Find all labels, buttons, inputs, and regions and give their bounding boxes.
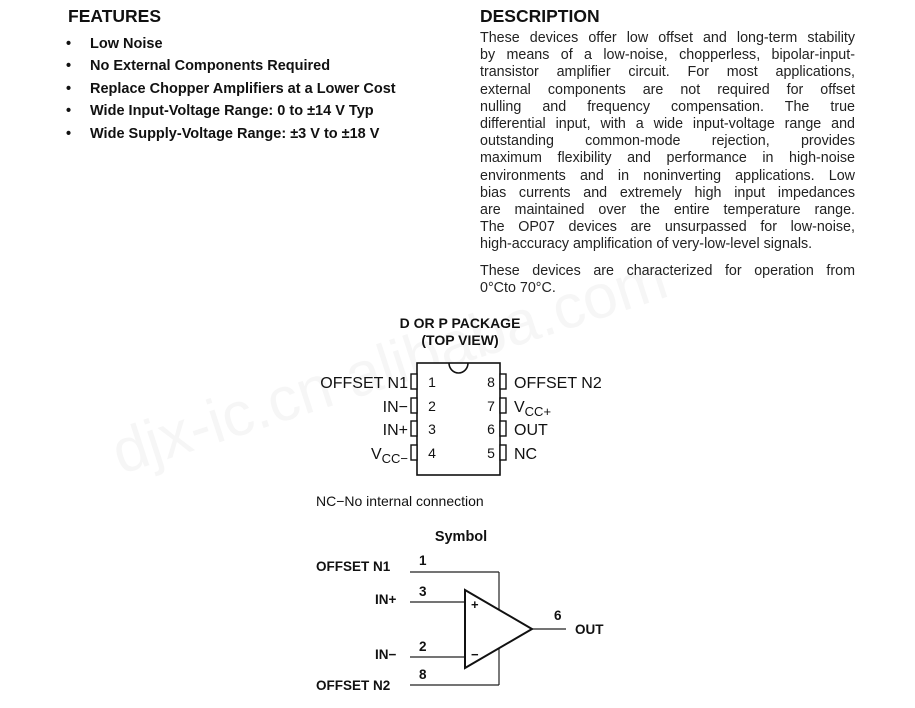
pin-label: OUT (514, 422, 548, 439)
label-offset-n2: OFFSET N2 (316, 678, 390, 693)
feature-item: • No External Components Required (66, 55, 396, 77)
plus-sign: + (471, 597, 479, 612)
pin-number: 1 (419, 553, 427, 568)
pin-label-text: V (371, 446, 382, 463)
pin-lead (499, 373, 507, 390)
pin-label-text: IN+ (383, 422, 408, 439)
description-line: differential input, with a wide input-vo… (480, 116, 855, 133)
minus-sign: − (471, 647, 479, 662)
description-heading: DESCRIPTION (480, 6, 600, 26)
feature-text: No External Components Required (90, 58, 331, 75)
pin-label-text: OFFSET N1 (320, 375, 408, 392)
pin-lead (410, 373, 418, 390)
pin-label: VCC+ (514, 399, 551, 419)
pin-label: VCC− (371, 446, 408, 466)
label-out: OUT (575, 622, 604, 637)
description-line: are maintained over the entire temperatu… (480, 202, 855, 219)
notch (448, 362, 469, 374)
symbol-title: Symbol (435, 529, 487, 545)
bullet: • (66, 103, 72, 120)
pin-lead (410, 397, 418, 414)
pin-label: IN− (383, 399, 408, 416)
pin-number: 5 (487, 445, 495, 461)
features-list: • Low Noise • No External Components Requi… (66, 33, 396, 145)
bullet: • (66, 125, 72, 142)
pin-label-subscript: CC− (382, 451, 408, 466)
description-line: outstanding common-mode rejection, provi… (480, 133, 855, 150)
pin-number: 6 (487, 421, 495, 437)
features-heading: FEATURES (68, 6, 162, 26)
description-line: transistor amplifier circuit. For most a… (480, 64, 855, 81)
feature-item: • Replace Chopper Amplifiers at a Lower C… (66, 78, 396, 100)
pin-label-text: V (514, 399, 525, 416)
description-paragraph-2: These devices are characterized for oper… (480, 263, 855, 297)
package-subtitle: (TOP VIEW) (421, 332, 498, 348)
feature-item: • Wide Input-Voltage Range: 0 to ±14 V Ty… (66, 100, 396, 122)
description-line: The OP07 devices are unsurpassed for low… (480, 219, 855, 236)
nc-note: NC−No internal connection (316, 493, 484, 509)
pin-label: NC (514, 446, 537, 463)
feature-text: Low Noise (90, 36, 163, 52)
bullet: • (66, 80, 72, 97)
pin-number: 6 (554, 608, 562, 623)
label-offset-n1: OFFSET N1 (316, 559, 391, 574)
pin-label: IN+ (383, 422, 408, 439)
pin-label: OFFSET N1 (320, 375, 408, 392)
pin-number: 4 (428, 445, 436, 461)
pin-label-subscript: CC+ (525, 404, 551, 419)
description-line: bias currents and extremely high input i… (480, 184, 855, 201)
chip-body (416, 362, 501, 476)
opamp-triangle (464, 588, 534, 670)
label-in-plus: IN+ (375, 592, 397, 607)
description-line: environments and in noninverting applica… (480, 167, 855, 184)
label-in-minus: IN− (375, 647, 397, 662)
pin-number: 3 (428, 421, 436, 437)
pin-number: 8 (419, 667, 427, 682)
pin-label: OFFSET N2 (514, 375, 602, 392)
description-line: by means of a low-noise, chopperless, bi… (480, 47, 855, 64)
pin-lead (410, 444, 418, 461)
pin-lead (499, 397, 507, 414)
description-line: maximum flexibility and performance in h… (480, 150, 855, 167)
pin-label-text: IN− (383, 399, 408, 416)
feature-item: • Wide Supply-Voltage Range: ±3 V to ±18 … (66, 123, 396, 145)
pin-number: 1 (428, 374, 436, 390)
pin-lead (410, 420, 418, 437)
description-paragraph-1: These devices offer low offset and long-… (480, 30, 855, 254)
description-line: high-accuracy amplification of very-low-… (480, 236, 813, 253)
pin-label-text: OUT (514, 422, 548, 439)
bullet: • (66, 58, 72, 75)
pin-lead (499, 444, 507, 461)
feature-text: Replace Chopper Amplifiers at a Lower Co… (90, 80, 396, 97)
pin-label-text: NC (514, 446, 537, 463)
pin-number: 2 (428, 398, 436, 414)
description-line: external components are not required for… (480, 81, 855, 98)
pin-number: 2 (419, 639, 427, 654)
package-title: D OR P PACKAGE (400, 315, 521, 331)
description-line: 0°Cto 70°C. (480, 280, 556, 297)
description-line: These devices offer low offset and long-… (480, 30, 855, 46)
bullet: • (66, 36, 72, 52)
feature-text: Wide Input-Voltage Range: 0 to ±14 V Typ (90, 103, 374, 120)
pin-lead (499, 420, 507, 437)
pin-number: 8 (487, 374, 495, 390)
feature-text: Wide Supply-Voltage Range: ±3 V to ±18 V (90, 125, 380, 142)
pin-number: 3 (419, 584, 427, 599)
description-line: nulling and frequency compensation. The … (480, 98, 855, 115)
pin-label-text: OFFSET N2 (514, 375, 602, 392)
description-line: These devices are characterized for oper… (480, 263, 855, 279)
pin-number: 7 (487, 398, 495, 414)
feature-item: • Low Noise (66, 33, 396, 55)
